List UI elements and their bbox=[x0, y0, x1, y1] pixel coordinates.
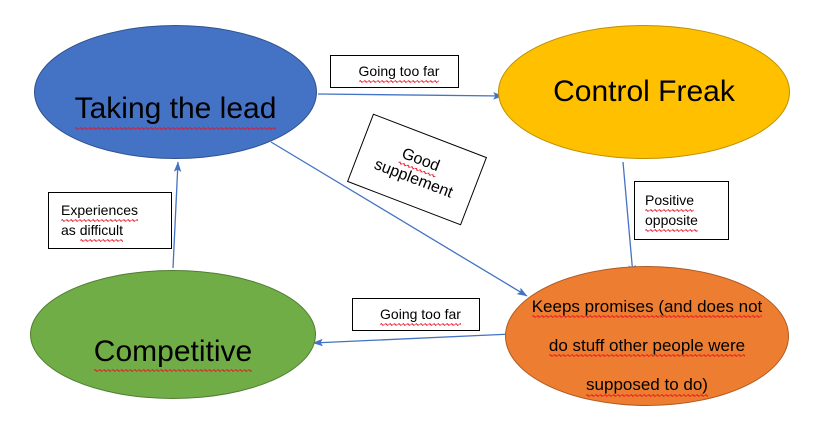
edge-label-going-too-far-bottom[interactable]: Going too far bbox=[352, 298, 480, 331]
edge-label-good-supplement[interactable]: Good supplement bbox=[346, 113, 488, 226]
node-competitive-label: Competitive bbox=[93, 334, 253, 373]
connector-taking-the-lead-to-control-freak bbox=[317, 92, 504, 100]
node-keeps-promises[interactable]: Keeps promises (and does not do stuff ot… bbox=[505, 266, 789, 406]
edge-label-positive-opposite[interactable]: Positive opposite bbox=[634, 181, 729, 240]
edge-label-going-too-far-top[interactable]: Going too far bbox=[330, 55, 459, 88]
edge-label-going-too-far-top-text: Going too far bbox=[358, 62, 439, 83]
node-control-freak[interactable]: Control Freak bbox=[498, 25, 790, 159]
connector-control-freak-to-keeps-promises bbox=[622, 161, 636, 276]
edge-label-experiences-line2: as difficult bbox=[61, 221, 124, 242]
edge-label-experiences-line1: Experiences bbox=[61, 201, 139, 222]
node-taking-the-lead[interactable]: Taking the lead bbox=[34, 25, 317, 159]
connector-keeps-promises-to-competitive bbox=[312, 333, 513, 347]
edge-label-going-too-far-bottom-text: Going too far bbox=[380, 305, 461, 326]
edge-label-positive-opposite-line1: Positive bbox=[645, 191, 695, 212]
edge-label-experiences-as-difficult[interactable]: Experiences as difficult bbox=[48, 192, 172, 249]
node-keeps-promises-label: Keeps promises (and does not do stuff ot… bbox=[531, 296, 763, 397]
edge-label-positive-opposite-line2: opposite bbox=[645, 211, 698, 232]
node-taking-the-lead-label: Taking the lead bbox=[74, 92, 277, 130]
node-competitive[interactable]: Competitive bbox=[30, 270, 316, 399]
node-control-freak-label: Control Freak bbox=[553, 74, 735, 108]
connector-competitive-to-taking-the-lead bbox=[172, 161, 182, 269]
